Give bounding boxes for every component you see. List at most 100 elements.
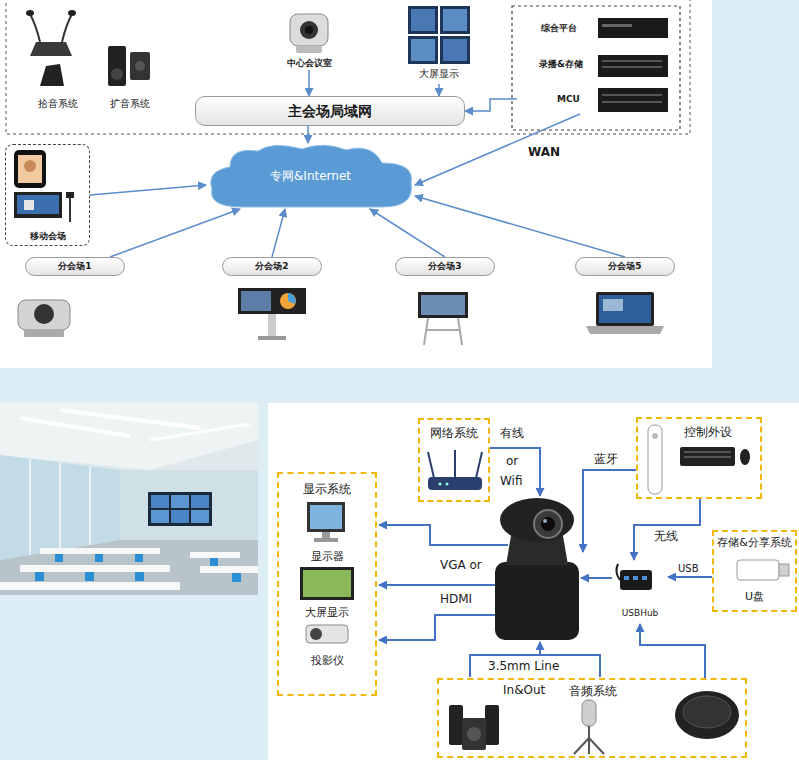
display-icons-part bbox=[310, 628, 322, 640]
pickup-icon-part bbox=[40, 64, 64, 86]
ptz-camera-part bbox=[495, 562, 579, 640]
office-photo-part bbox=[60, 410, 200, 428]
usb-hub-icon-part bbox=[633, 576, 638, 580]
server-icon-part bbox=[602, 66, 662, 68]
office-photo-part bbox=[151, 495, 169, 508]
camera-icon-small-part bbox=[24, 330, 64, 337]
signal-label: 有线 bbox=[500, 426, 524, 440]
node-title: 控制外设 bbox=[684, 425, 732, 439]
node-item: 显示器 bbox=[311, 550, 344, 563]
laptop-icon-part bbox=[603, 299, 623, 311]
display-icons-part bbox=[314, 538, 338, 542]
connector bbox=[272, 209, 285, 257]
display-icons bbox=[300, 502, 354, 643]
node-title: 大屏显示 bbox=[419, 68, 459, 80]
connector bbox=[370, 209, 445, 257]
office-photo-part bbox=[190, 552, 240, 558]
labelled-icon: 综合平台 bbox=[517, 14, 675, 42]
office-photo-part bbox=[95, 554, 103, 562]
node-title: 分会场2 bbox=[255, 261, 288, 272]
signal-label: VGA or bbox=[440, 558, 482, 572]
remote-keyboard-icon-part bbox=[684, 456, 731, 458]
display-icons-part bbox=[307, 502, 345, 532]
signal-label: Wifi bbox=[500, 474, 523, 488]
usb-hub-icon-part bbox=[620, 570, 652, 590]
server-icon-part bbox=[598, 88, 668, 112]
labelled-icon: USBHub bbox=[612, 560, 668, 624]
node-title: 网络系统 bbox=[430, 426, 478, 440]
node-item: 大屏显示 bbox=[305, 606, 349, 619]
video-wall-icon-part bbox=[440, 6, 470, 34]
mobile-icons-part bbox=[14, 192, 62, 218]
office-photo-part bbox=[0, 540, 258, 595]
top-panel bbox=[0, 0, 712, 368]
labelled-icon: 录播&存储 bbox=[517, 50, 675, 78]
office-photo-part bbox=[59, 462, 61, 550]
edge-label: USB bbox=[676, 563, 701, 575]
office-photo-part bbox=[210, 558, 218, 566]
node-title: 拾音系统 bbox=[38, 98, 78, 110]
mobile-icons-part bbox=[14, 150, 46, 188]
tv-cart-icon-part bbox=[288, 293, 296, 304]
signal-wires-part bbox=[581, 577, 612, 579]
remote-keyboard-icon-part bbox=[652, 433, 658, 439]
audio-icons-part bbox=[485, 705, 499, 745]
connector bbox=[640, 624, 705, 678]
signal-wires-part bbox=[490, 448, 540, 496]
camera-icon bbox=[290, 14, 328, 53]
laptop-icon-part bbox=[599, 295, 651, 323]
group-box: 移动会场 bbox=[5, 144, 90, 246]
audio-icons-part bbox=[462, 718, 486, 750]
speaker-icon-part bbox=[130, 52, 150, 80]
office-photo-part bbox=[40, 548, 160, 554]
audio-icons-part bbox=[467, 727, 481, 741]
display-icons-part bbox=[310, 505, 342, 529]
usb-hub-icon-part bbox=[616, 564, 620, 580]
office-photo-part bbox=[151, 510, 169, 523]
connector bbox=[90, 185, 206, 195]
mobile-icons-part bbox=[18, 155, 42, 183]
usb-stick-icon bbox=[737, 560, 789, 580]
tv-cart-icon-part bbox=[258, 336, 286, 340]
remote-keyboard-icon-part bbox=[648, 425, 662, 494]
office-photo-part bbox=[171, 510, 189, 523]
router-icon-part bbox=[439, 483, 442, 486]
pickup-icon-part bbox=[26, 10, 34, 16]
cloud-outline bbox=[211, 145, 412, 207]
node-title: 专网&Internet bbox=[270, 169, 351, 183]
server-icon-part bbox=[602, 101, 662, 103]
network-band: 分会场1 bbox=[25, 257, 125, 276]
video-wall-icon bbox=[408, 6, 470, 64]
connector bbox=[308, 70, 310, 96]
video-wall-icon-part bbox=[408, 36, 438, 64]
camera-icon-small bbox=[18, 300, 70, 337]
usb-stick-icon-part bbox=[737, 560, 779, 580]
network-cloud: 专网&Internet bbox=[206, 143, 415, 209]
pickup-icon bbox=[26, 10, 76, 86]
tv-stand-icon-part bbox=[418, 292, 468, 318]
server-frame bbox=[512, 6, 680, 130]
mobile-icons-part bbox=[24, 200, 34, 210]
office-photo-part bbox=[89, 466, 91, 545]
office-photo-part bbox=[85, 572, 94, 581]
ptz-camera-part bbox=[534, 510, 562, 538]
signal-label: 3.5mm Line bbox=[488, 659, 559, 673]
camera-icon-small-part bbox=[34, 304, 54, 324]
usb-hub-icon bbox=[616, 564, 652, 590]
office-photo-part bbox=[232, 573, 241, 582]
tv-cart-icon-part bbox=[268, 314, 276, 336]
camera-icon-part bbox=[305, 26, 313, 34]
signal-label: 蓝牙 bbox=[594, 452, 618, 466]
office-photo-part bbox=[135, 554, 143, 562]
video-wall-icon-part bbox=[443, 9, 467, 31]
tv-stand-icon-part bbox=[424, 318, 428, 345]
tv-stand-icon-part bbox=[426, 329, 460, 331]
video-wall-icon-part bbox=[411, 9, 435, 31]
signal-label: In&Out bbox=[503, 683, 545, 697]
labelled-icon: 拾音系统 bbox=[28, 8, 88, 114]
node-title: 录播&存储 bbox=[539, 59, 583, 70]
edge-label: WAN bbox=[526, 145, 562, 159]
signal-wires-part bbox=[379, 525, 508, 545]
connector bbox=[307, 126, 309, 143]
